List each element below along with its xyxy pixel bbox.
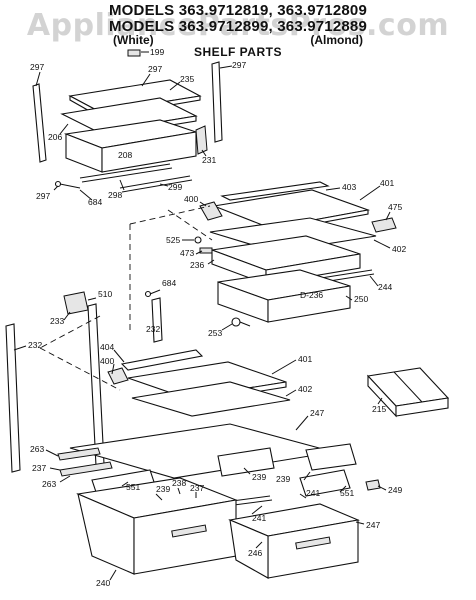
- part-400-bracket: [107, 367, 129, 385]
- callout-250: 250: [354, 294, 368, 304]
- part-239-center-part: [217, 447, 275, 477]
- callout-297: 297: [30, 62, 44, 72]
- callout-247: 247: [310, 408, 324, 418]
- part-232-small-upright: [151, 297, 163, 343]
- part-404-trim: [120, 349, 204, 371]
- part-215-bin: [366, 367, 450, 418]
- callout-475: 475: [388, 202, 402, 212]
- callout-401: 401: [380, 178, 394, 188]
- color-white-label: (White): [113, 33, 154, 47]
- callout-403: 403: [342, 182, 356, 192]
- part-473-clip: [199, 247, 213, 254]
- callout-298: 298: [108, 190, 122, 200]
- models-title-line-2: MODELS 363.9712899, 363.9712889: [108, 18, 368, 35]
- callout-235: 235: [180, 74, 194, 84]
- upper-left-shelf-assembly: [32, 49, 223, 193]
- callout-263: 263: [42, 479, 56, 489]
- part-299-rail: [119, 175, 191, 189]
- part-475-end-cap: [371, 217, 397, 233]
- callout-402: 402: [298, 384, 312, 394]
- callout-239: 239: [276, 474, 290, 484]
- part-240-handle: [171, 524, 207, 538]
- color-almond-label: (Almond): [310, 33, 363, 47]
- part-208-drawer-front: [101, 131, 197, 173]
- callout-249: 249: [388, 485, 402, 495]
- callout-238: 238: [172, 478, 186, 488]
- callout-684: 684: [88, 197, 102, 207]
- part-684-screw: [144, 290, 152, 298]
- middle-glass-shelf-assembly: [107, 349, 291, 417]
- part-232-left-upright: [5, 323, 21, 473]
- part-551-track-right: [299, 469, 351, 497]
- callout-525: 525: [166, 235, 180, 245]
- callout-241: 241: [306, 488, 320, 498]
- part-400-side-bracket: [199, 201, 223, 221]
- part-402-rear-trim: [131, 381, 291, 417]
- callout-199: 199: [150, 47, 164, 57]
- callout-473: 473: [180, 248, 194, 258]
- callout-237: 237: [32, 463, 46, 473]
- color-variants-line: (White) (Almond): [0, 33, 476, 47]
- part-525-screw: [194, 236, 202, 244]
- callout-239: 239: [156, 484, 170, 494]
- lower-cover-and-crisper-assembly: [57, 423, 381, 579]
- callout-400: 400: [184, 194, 198, 204]
- callout-297: 297: [148, 64, 162, 74]
- part-263-rail: [57, 447, 101, 461]
- callout-241: 241: [252, 513, 266, 523]
- callout-402: 402: [392, 244, 406, 254]
- part-297-screw: [54, 180, 62, 188]
- part-199-clip: [127, 49, 141, 57]
- part-237-rail: [59, 461, 113, 477]
- callout-404: 404: [100, 342, 114, 352]
- callout-246: 246: [248, 548, 262, 558]
- part-231-bracket: [195, 125, 208, 155]
- watermark: AppliancePartsPros.com: [26, 8, 450, 43]
- callout-232: 232: [146, 324, 160, 334]
- callout-247: 247: [366, 520, 380, 530]
- callout-232: 232: [28, 340, 42, 350]
- callout-233: 233: [50, 316, 64, 326]
- part-403-trim: [220, 181, 330, 201]
- part-253-latch: [231, 317, 241, 327]
- callout-551: 551: [340, 488, 354, 498]
- part-297-right-upright: [211, 61, 223, 143]
- callout-551: 551: [126, 482, 140, 492]
- upper-right-shelf-assembly: [129, 181, 397, 330]
- callout-215: 215: [372, 404, 386, 414]
- part-239-track-right: [305, 443, 357, 471]
- callout-253: 253: [208, 328, 222, 338]
- callout-206: 206: [48, 132, 62, 142]
- callout-208: 208: [118, 150, 132, 160]
- callout-510: 510: [98, 289, 112, 299]
- callout-240: 240: [96, 578, 110, 588]
- callout-400: 400: [100, 356, 114, 366]
- part-297-left-upright: [32, 83, 47, 163]
- callout-237: 237: [190, 483, 204, 493]
- callout-239: 239: [252, 472, 266, 482]
- callout-263: 263: [30, 444, 44, 454]
- part-249-clip: [365, 479, 381, 491]
- callout-299: 299: [168, 182, 182, 192]
- callout-297: 297: [232, 60, 246, 70]
- part-250-crisper-front: [267, 285, 351, 323]
- callout-401: 401: [298, 354, 312, 364]
- part-298-rail: [79, 163, 171, 179]
- models-title-line-1: MODELS 363.9712819, 363.9712809: [108, 2, 368, 19]
- section-title: SHELF PARTS: [194, 45, 282, 59]
- part-247-cover-glass: [69, 423, 335, 479]
- part-232-center-upright: [87, 303, 105, 467]
- callout-297: 297: [36, 191, 50, 201]
- callout-684: 684: [162, 278, 176, 288]
- callout-labels: 199 297 297 297 297 235 206 208 231 298 …: [13, 47, 406, 588]
- callout-d-236: D-236: [300, 290, 323, 300]
- callout-236: 236: [190, 260, 204, 270]
- callout-231: 231: [202, 155, 216, 165]
- part-246-handle: [295, 536, 331, 550]
- part-233-bracket: [63, 291, 89, 315]
- callout-244: 244: [378, 282, 392, 292]
